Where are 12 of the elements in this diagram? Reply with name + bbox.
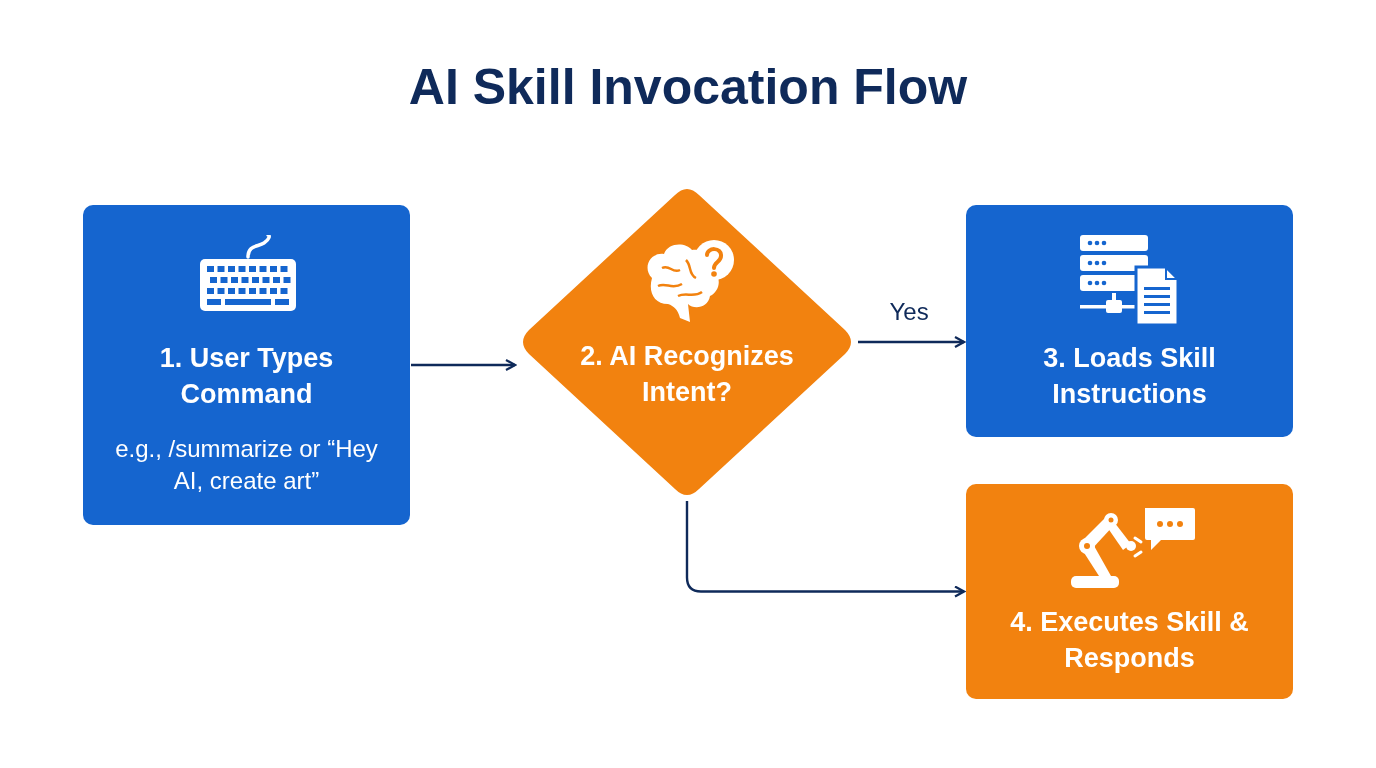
step-title: 2. AI Recognizes Intent? [579, 340, 795, 409]
arrow [411, 358, 517, 372]
process-box [83, 205, 410, 525]
step-title: 1. User Types Command [158, 342, 335, 411]
step-title: 4. Executes Skill & Responds [1009, 606, 1250, 675]
arrow [685, 501, 966, 598]
arrow [858, 335, 966, 349]
step-description: e.g., /summarize or “Hey AI, create art” [114, 434, 379, 496]
process-box [966, 205, 1293, 437]
diagram-title: AI Skill Invocation Flow [407, 58, 969, 116]
step-title: 3. Loads Skill Instructions [1042, 342, 1217, 411]
process-box [966, 484, 1293, 699]
